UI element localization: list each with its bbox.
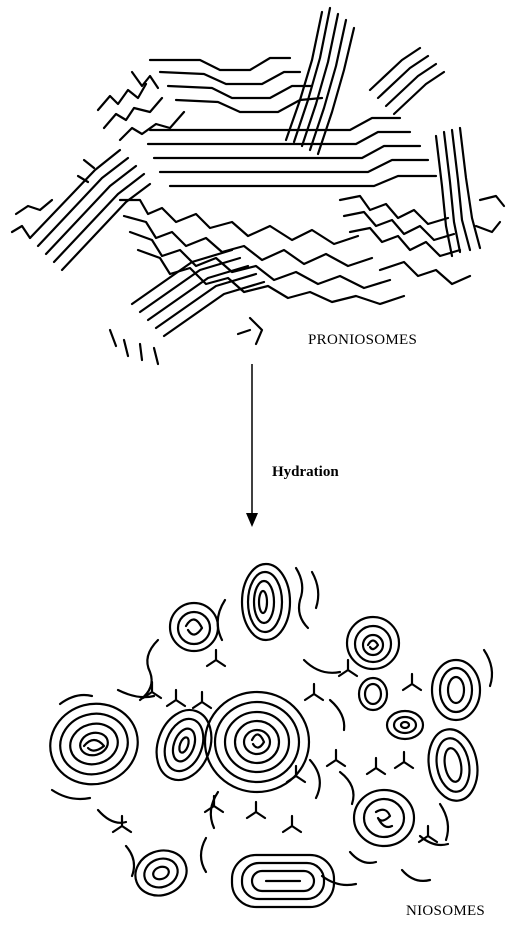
niosomes-label: NIOSOMES [406,903,485,920]
hydration-label: Hydration [272,464,339,481]
proniosomes-label: PRONIOSOMES [308,332,417,349]
vesicle-top [242,564,290,640]
